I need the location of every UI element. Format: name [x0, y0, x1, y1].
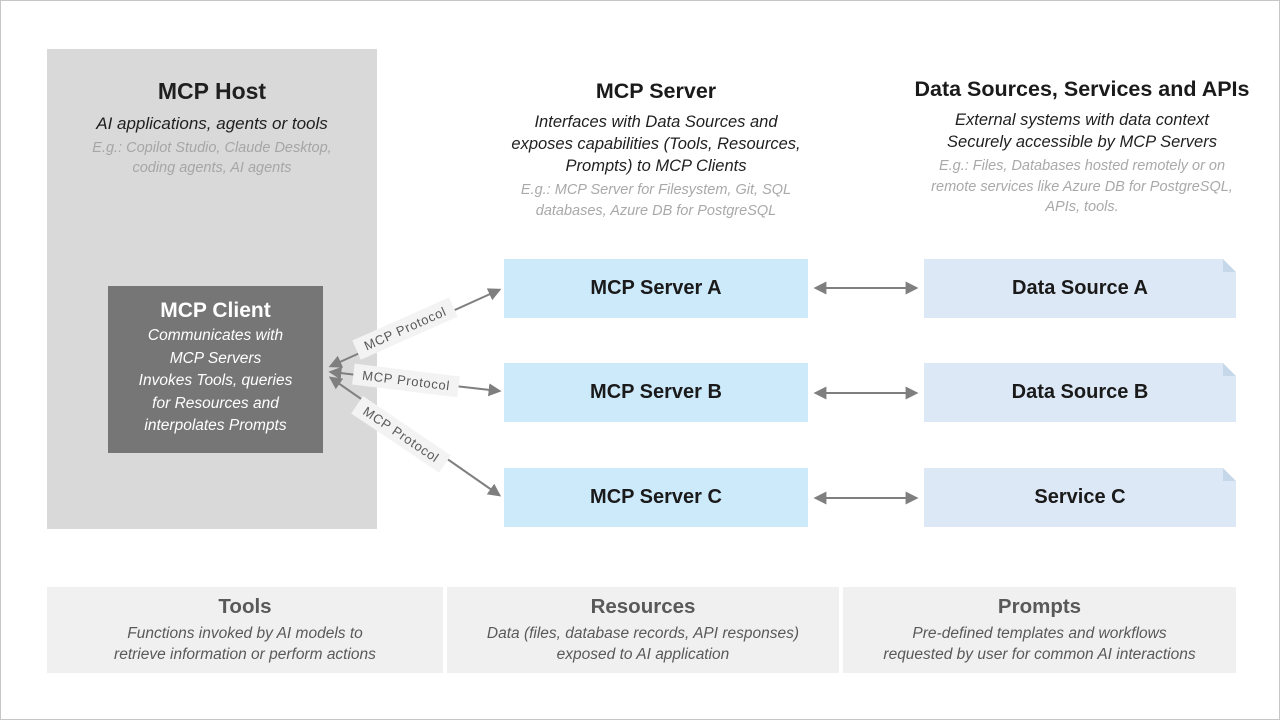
mcp-server-column-title: MCP Server — [595, 79, 717, 103]
mcp-host-examples: E.g.: Copilot Studio, Claude Desktop, co… — [47, 138, 377, 178]
tools-panel-title: Tools — [218, 595, 272, 618]
client-body-line: Invokes Tools, queries — [138, 372, 293, 389]
mcp-server-column-subtitle: Interfaces with Data Sources and exposes… — [471, 111, 841, 177]
data-source-a-box: Data Source A — [924, 259, 1236, 318]
mcp-client-box: MCP Client Communicates with MCP Servers… — [108, 286, 323, 453]
datasource-example-line: remote services like Azure DB for Postgr… — [931, 178, 1233, 195]
mcp-client-title: MCP Client — [160, 299, 271, 322]
prompts-panel-title: Prompts — [997, 595, 1082, 618]
server-subtitle-line: Interfaces with Data Sources and — [534, 113, 778, 131]
client-body-line: Communicates with — [147, 327, 284, 344]
data-sources-column-title: Data Sources, Services and APIs — [914, 77, 1250, 101]
server-subtitle-line: Prompts) to MCP Clients — [565, 157, 747, 175]
data-sources-column-subtitle: External systems with data context Secur… — [899, 109, 1265, 153]
resources-panel: Resources Data (files, database records,… — [447, 587, 839, 673]
service-c-label: Service C — [1034, 486, 1126, 508]
mcp-host-title: MCP Host — [157, 78, 267, 104]
resources-body-line: exposed to AI application — [556, 646, 730, 663]
resources-panel-title: Resources — [590, 595, 696, 618]
datasource-subtitle-line: Securely accessible by MCP Servers — [947, 133, 1217, 151]
prompts-body-line: Pre-defined templates and workflows — [912, 625, 1167, 642]
mcp-server-column-examples: E.g.: MCP Server for Filesystem, Git, SQ… — [471, 180, 841, 221]
client-body-line: MCP Servers — [169, 349, 262, 367]
data-sources-column-header: Data Sources, Services and APIs External… — [899, 77, 1265, 218]
mcp-client-description: Communicates with MCP Servers Invokes To… — [108, 325, 323, 438]
data-sources-column-examples: E.g.: Files, Databases hosted remotely o… — [899, 156, 1265, 218]
data-source-b-label: Data Source B — [1011, 381, 1149, 403]
resources-body-line: Data (files, database records, API respo… — [486, 625, 800, 642]
mcp-server-a-label: MCP Server A — [590, 277, 722, 299]
mcp-server-b-box: MCP Server B — [504, 363, 808, 422]
server-example-line: E.g.: MCP Server for Filesystem, Git, SQ… — [520, 182, 792, 198]
mcp-host-subtitle: AI applications, agents or tools — [96, 114, 328, 133]
datasource-example-line: E.g.: Files, Databases hosted remotely o… — [938, 158, 1226, 174]
service-c-box: Service C — [924, 468, 1236, 527]
client-body-line: interpolates Prompts — [144, 417, 287, 434]
resources-panel-description: Data (files, database records, API respo… — [447, 623, 839, 665]
mcp-server-b-label: MCP Server B — [590, 381, 722, 403]
tools-panel: Tools Functions invoked by AI models to … — [47, 587, 443, 673]
data-source-b-box: Data Source B — [924, 363, 1236, 422]
server-subtitle-line: exposes capabilities (Tools, Resources, — [511, 135, 801, 153]
mcp-server-column-header: MCP Server Interfaces with Data Sources … — [471, 79, 841, 221]
host-example-line: coding agents, AI agents — [132, 160, 292, 176]
datasource-example-line: APIs, tools. — [1045, 199, 1119, 215]
tools-body-line: Functions invoked by AI models to — [127, 625, 363, 642]
tools-body-line: retrieve information or perform actions — [114, 646, 376, 663]
prompts-panel: Prompts Pre-defined templates and workfl… — [843, 587, 1236, 673]
prompts-panel-description: Pre-defined templates and workflows requ… — [843, 623, 1236, 665]
server-example-line: databases, Azure DB for PostgreSQL — [535, 202, 777, 219]
data-source-a-label: Data Source A — [1012, 277, 1148, 299]
tools-panel-description: Functions invoked by AI models to retrie… — [47, 623, 443, 665]
mcp-server-c-label: MCP Server C — [590, 486, 722, 508]
prompts-body-line: requested by user for common AI interact… — [883, 646, 1196, 663]
client-body-line: for Resources and — [152, 394, 279, 412]
host-example-line: E.g.: Copilot Studio, Claude Desktop, — [92, 140, 332, 156]
mcp-server-c-box: MCP Server C — [504, 468, 808, 527]
datasource-subtitle-line: External systems with data context — [954, 111, 1210, 129]
mcp-server-a-box: MCP Server A — [504, 259, 808, 318]
